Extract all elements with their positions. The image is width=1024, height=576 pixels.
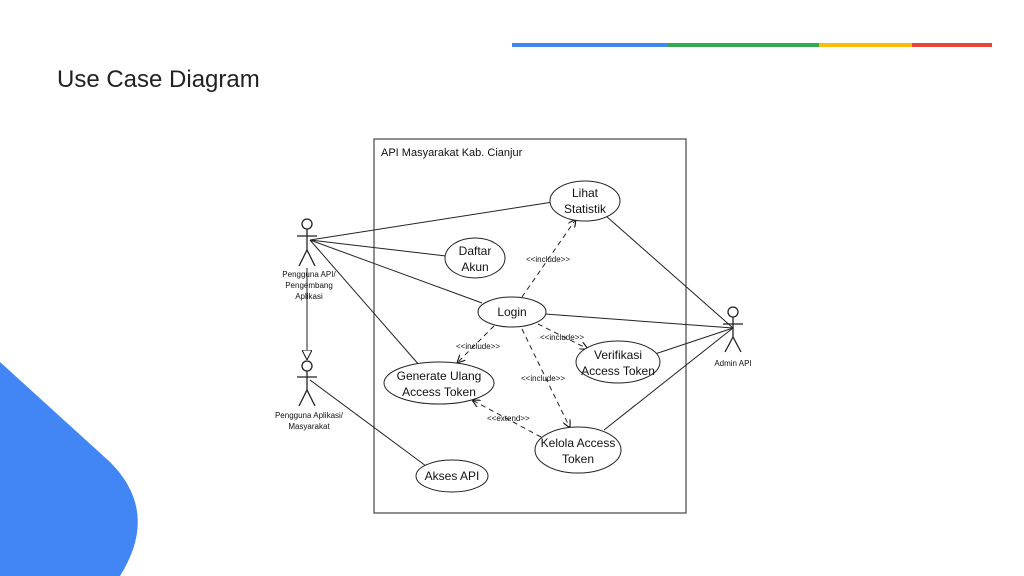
use-case-akses-api-label: Akses API <box>425 469 480 483</box>
system-boundary-label: API Masyarakat Kab. Cianjur <box>381 147 523 159</box>
assoc-pengembang-daftar <box>309 239 447 257</box>
accent-bar-red <box>912 43 992 47</box>
assoc-admin-login <box>544 313 734 329</box>
actor-masyarakat-icon <box>301 360 313 372</box>
dependencies <box>457 219 588 438</box>
accent-bar-yellow <box>819 43 912 47</box>
extend-kelola-generate <box>472 400 542 438</box>
use-case-login: Login <box>477 296 547 328</box>
accent-bar-green <box>667 43 819 47</box>
label-include-verifikasi: <<include>> <box>540 333 584 342</box>
use-case-daftar-akun: Daftar Akun <box>444 237 506 279</box>
actor-pengembang-line3: Aplikasi <box>295 292 323 301</box>
actor-masyarakat-line1: Pengguna Aplikasi/ <box>275 411 344 420</box>
include-login-kelola <box>521 328 570 428</box>
actor-pengembang-line2: Pengembang <box>285 281 333 290</box>
use-case-verifikasi: Verifikasi Access Token <box>575 340 661 384</box>
use-case-lihat-statistik: Lihat Statistik <box>549 180 621 222</box>
assoc-pengembang-generate <box>309 239 421 367</box>
actor-masyarakat <box>297 360 317 407</box>
assoc-masyarakat-akses <box>309 379 427 467</box>
label-include-lihat: <<include>> <box>526 255 570 264</box>
actor-masyarakat-label: Pengguna Aplikasi/ Masyarakat <box>275 411 344 431</box>
use-case-kelola-line2: Token <box>562 452 594 466</box>
use-case-login-label: Login <box>497 305 526 319</box>
actor-masyarakat-line2: Masyarakat <box>288 422 330 431</box>
associations <box>309 201 734 467</box>
actor-pengembang <box>297 218 317 267</box>
actor-admin-label: Admin API <box>714 359 751 368</box>
relation-labels: <<include>> <<include>> <<include>> <<in… <box>456 255 584 423</box>
assoc-admin-lihat <box>605 215 734 329</box>
label-include-kelola: <<include>> <box>521 374 565 383</box>
assoc-pengembang-lihat <box>309 201 554 241</box>
use-case-generate-ulang: Generate Ulang Access Token <box>383 361 495 405</box>
use-case-verifikasi-line1: Verifikasi <box>594 348 642 362</box>
actor-pengembang-label: Pengguna API/ Pengembang Aplikasi <box>282 270 336 301</box>
assoc-admin-kelola <box>603 327 734 431</box>
slide-title: Use Case Diagram <box>57 66 260 93</box>
use-case-daftar-akun-line1: Daftar <box>459 244 492 258</box>
use-case-kelola-line1: Kelola Access <box>541 436 616 450</box>
actor-admin <box>723 306 743 353</box>
use-case-generate-ulang-line2: Access Token <box>402 385 476 399</box>
label-include-generate: <<include>> <box>456 342 500 351</box>
actor-admin-icon <box>727 306 739 318</box>
label-extend-generate: <<extend>> <box>487 414 530 423</box>
use-case-lihat-statistik-line2: Statistik <box>564 202 607 216</box>
use-case-akses-api: Akses API <box>415 459 489 493</box>
use-case-verifikasi-line2: Access Token <box>581 364 655 378</box>
accent-bar-blue <box>512 43 667 47</box>
use-case-generate-ulang-line1: Generate Ulang <box>397 369 482 383</box>
include-login-lihat <box>521 219 576 298</box>
assoc-pengembang-login <box>309 239 483 304</box>
assoc-admin-verifikasi <box>654 327 734 355</box>
use-case-lihat-statistik-line1: Lihat <box>572 186 599 200</box>
actor-pengembang-line1: Pengguna API/ <box>282 270 336 279</box>
use-case-kelola: Kelola Access Token <box>534 426 622 474</box>
actor-pengembang-icon <box>301 218 313 230</box>
include-login-verifikasi <box>537 323 588 349</box>
system-boundary: API Masyarakat Kab. Cianjur <box>373 138 687 514</box>
use-case-daftar-akun-line2: Akun <box>461 260 488 274</box>
